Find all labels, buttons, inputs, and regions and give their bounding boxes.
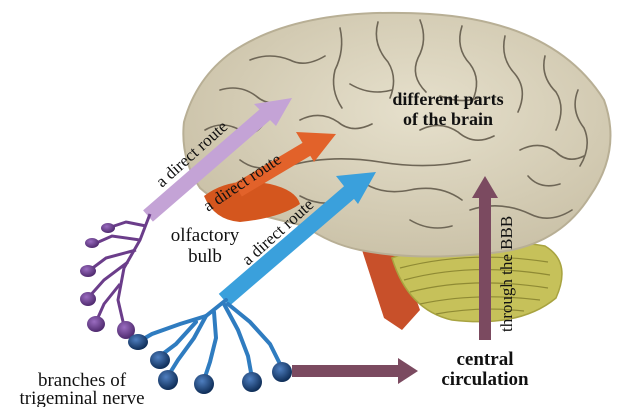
central-circulation-label-line2: circulation bbox=[441, 369, 529, 390]
olfactory-nerve-branches bbox=[88, 214, 150, 326]
olfactory-nerve-endings bbox=[80, 223, 135, 339]
to-central-circulation-arrow bbox=[292, 358, 418, 384]
brain-parts-label-line1: different parts bbox=[392, 89, 503, 109]
olfactory-label-line1: olfactory bbox=[171, 225, 240, 246]
bbb-label: through the BBB bbox=[497, 216, 516, 332]
central-circulation-label-line1: central bbox=[457, 349, 514, 370]
olfactory-label-line2: bulb bbox=[188, 246, 222, 267]
brain-parts-label-line2: of the brain bbox=[403, 109, 493, 129]
trigeminal-label-line2: trigeminal nerve bbox=[19, 388, 144, 407]
